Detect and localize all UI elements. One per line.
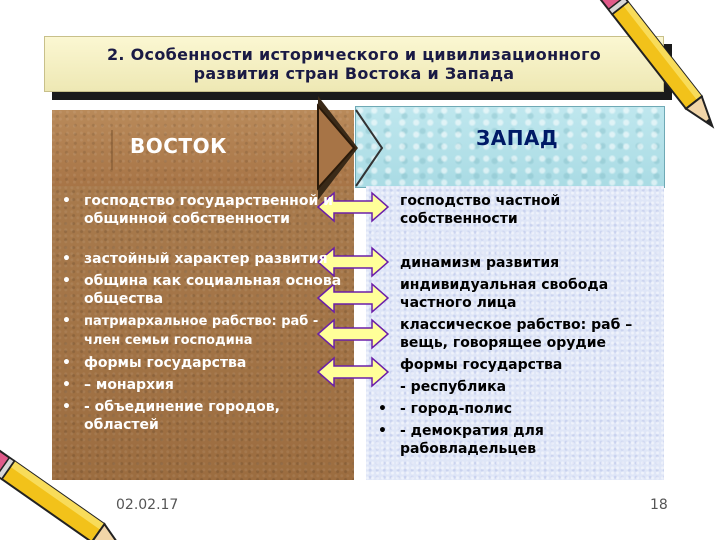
list-item: динамизм развития [372,254,662,272]
list-item: • формы государства [58,354,354,372]
bullet-icon: • [62,193,71,209]
bullet-icon: • [378,401,387,417]
list-item-text: патриархальное рабство: раб - член семьи… [84,314,319,348]
list-item-text: - демократия для рабовладельцев [400,423,544,457]
list-item-text: - объединение городов, областей [84,399,280,433]
double-arrow-icon [316,246,390,278]
east-panel [52,186,354,480]
list-item: • - объединение городов, областей [58,398,354,434]
double-arrow-icon [316,282,390,314]
list-item: господство частной собственности [372,192,662,228]
footer-date: 02.02.17 [116,497,179,513]
list-item: • патриархальное рабство: раб - член сем… [58,312,354,350]
list-item: • – монархия [58,376,354,394]
list-item: • - демократия для рабовладельцев [372,422,662,458]
list-item: • застойный характер развития [58,250,354,268]
list-item: • община как социальная основа общества [58,272,354,308]
bullet-icon: • [62,355,71,371]
list-item-text: господство частной собственности [400,193,561,227]
double-arrow-icon [316,318,390,350]
pencil-icon [0,446,126,540]
pencil-icon [597,0,715,129]
list-item: • - город-полис [372,400,662,418]
list-item: формы государства [372,356,662,374]
list-item: классическое рабство: раб – вещь, говоря… [372,316,662,352]
list-item: индивидуальная свобода частного лица [372,276,662,312]
list-item-text: застойный характер развития [84,251,328,267]
slide-title: 2. Особенности исторического и цивилизац… [44,36,664,92]
bullet-icon: • [62,313,71,329]
list-item: - республика [372,378,662,396]
list-item: • господство государственной и общинной … [58,192,354,228]
list-item-text: - город-полис [400,401,513,417]
east-heading: ВОСТОК [130,134,227,158]
list-item-text: господство государственной и общинной со… [84,193,333,227]
list-item-text: формы государства [84,355,247,371]
list-item-text: – монархия [84,377,174,393]
bullet-icon: • [62,377,71,393]
list-item-text: индивидуальная свобода частного лица [400,277,609,311]
list-item-text: община как социальная основа общества [84,273,342,307]
list-item-text: формы государства [400,357,563,373]
bullet-icon: • [62,273,71,289]
east-header [52,110,354,188]
title-line-2: развития стран Востока и Запада [193,64,515,83]
west-list: господство частной собственности динамиз… [372,192,662,458]
title-line-1: 2. Особенности исторического и цивилизац… [106,45,602,64]
double-arrow-icon [316,191,390,223]
bullet-icon: • [378,423,387,439]
list-item-text: - республика [400,379,507,395]
page-number: 18 [650,497,668,513]
connector-arrows [316,191,390,388]
bullet-icon: • [62,399,71,415]
double-arrow-icon [316,356,390,388]
east-list: • господство государственной и общинной … [58,192,354,434]
west-arrow-notch [355,109,384,187]
west-heading: ЗАПАД [476,126,559,150]
list-item-text: классическое рабство: раб – вещь, говоря… [400,317,633,351]
bullet-icon: • [62,251,71,267]
east-arrow-body [317,103,356,191]
list-item-text: динамизм развития [400,255,560,271]
west-panel [366,186,664,480]
